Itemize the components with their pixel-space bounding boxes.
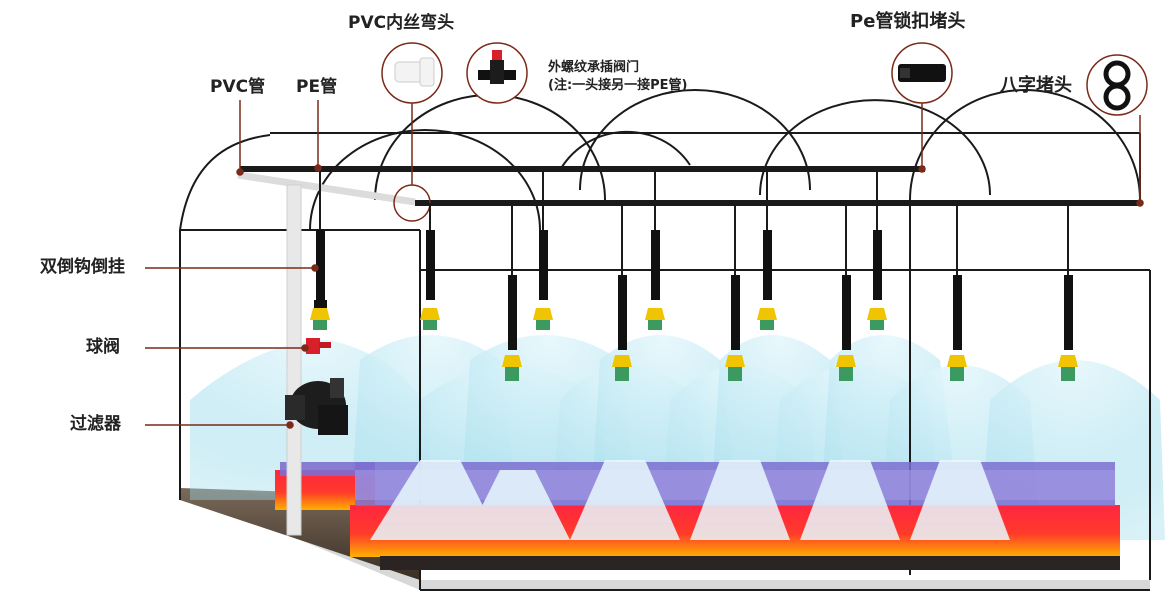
sprinklers [310, 172, 1078, 381]
label-pvc-elbow: PVC内丝弯头 [348, 13, 455, 33]
label-filter: 过滤器 [70, 414, 121, 434]
leader-lines [145, 100, 1144, 429]
callout-valve [466, 42, 528, 104]
label-valve-line1: 外螺纹承插阀门 [548, 60, 640, 75]
greenhouse-frame [179, 89, 1151, 591]
pvc-pipe [237, 171, 416, 536]
callout-figure8-plug [1086, 54, 1148, 116]
callout-pe-lock-plug [891, 42, 953, 104]
filter-icon [285, 378, 348, 435]
label-pvc-pipe: PVC管 [210, 77, 266, 97]
label-double-hook: 双倒钩倒挂 [40, 257, 125, 277]
label-pe-lock-plug: Pe管锁扣堵头 [850, 11, 966, 32]
callout-elbow [381, 42, 443, 104]
label-valve-line2: (注:一头接另一接PE管) [548, 78, 688, 93]
label-ball-valve: 球阀 [86, 337, 120, 357]
ball-valve-icon [306, 338, 331, 354]
label-figure8-plug: 八字堵头 [1000, 75, 1072, 96]
spray-plumes [370, 460, 1010, 540]
label-pe-pipe: PE管 [296, 77, 338, 97]
floor-edge [180, 490, 1150, 590]
